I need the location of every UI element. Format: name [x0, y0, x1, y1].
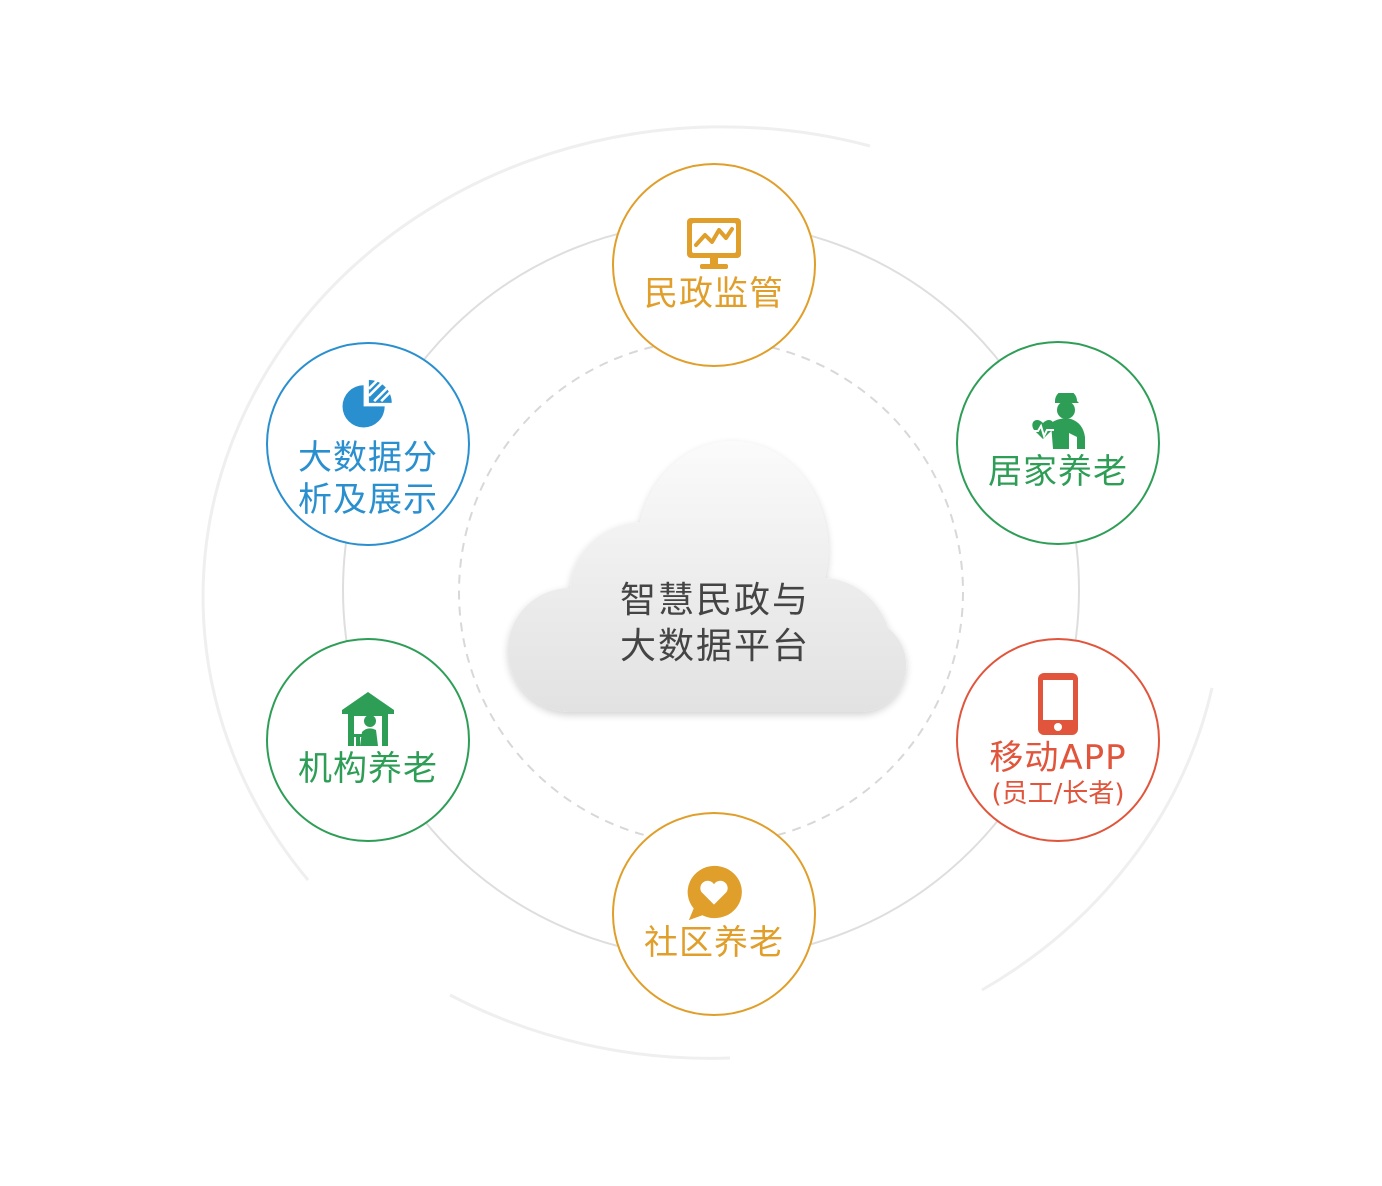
cloud-shape [508, 441, 907, 712]
platform-title-line1: 智慧民政与 [619, 580, 810, 621]
node-mobile-app-sublabel: (员工/长者) [991, 779, 1125, 809]
node-home-care[interactable]: 居家养老 [956, 341, 1160, 545]
node-bigdata[interactable]: 大数据分 析及展示 [266, 342, 470, 546]
monitor-chart-icon [685, 215, 743, 273]
node-community-care-label: 社区养老 [644, 923, 784, 963]
node-civil-supervision[interactable]: 民政监管 [612, 163, 816, 367]
pie-chart-icon [339, 367, 397, 437]
node-institution-care-label: 机构养老 [298, 749, 438, 789]
platform-title: 智慧民政与 大数据平台 [560, 578, 870, 670]
node-bigdata-label: 大数据分 [298, 438, 438, 478]
node-home-care-label: 居家养老 [988, 452, 1128, 492]
node-institution-care[interactable]: 机构养老 [266, 638, 470, 842]
house-elder-icon [339, 690, 397, 748]
node-mobile-app-label: 移动APP [989, 738, 1127, 778]
node-bigdata-label-line2: 析及展示 [298, 480, 438, 520]
node-mobile-app[interactable]: 移动APP (员工/长者) [956, 638, 1160, 842]
caregiver-elder-icon [1029, 393, 1087, 451]
platform-title-line2: 大数据平台 [619, 626, 810, 667]
node-civil-supervision-label: 民政监管 [644, 274, 784, 314]
node-community-care[interactable]: 社区养老 [612, 812, 816, 1016]
heart-chat-icon [685, 864, 743, 922]
smartphone-icon [1029, 671, 1087, 737]
